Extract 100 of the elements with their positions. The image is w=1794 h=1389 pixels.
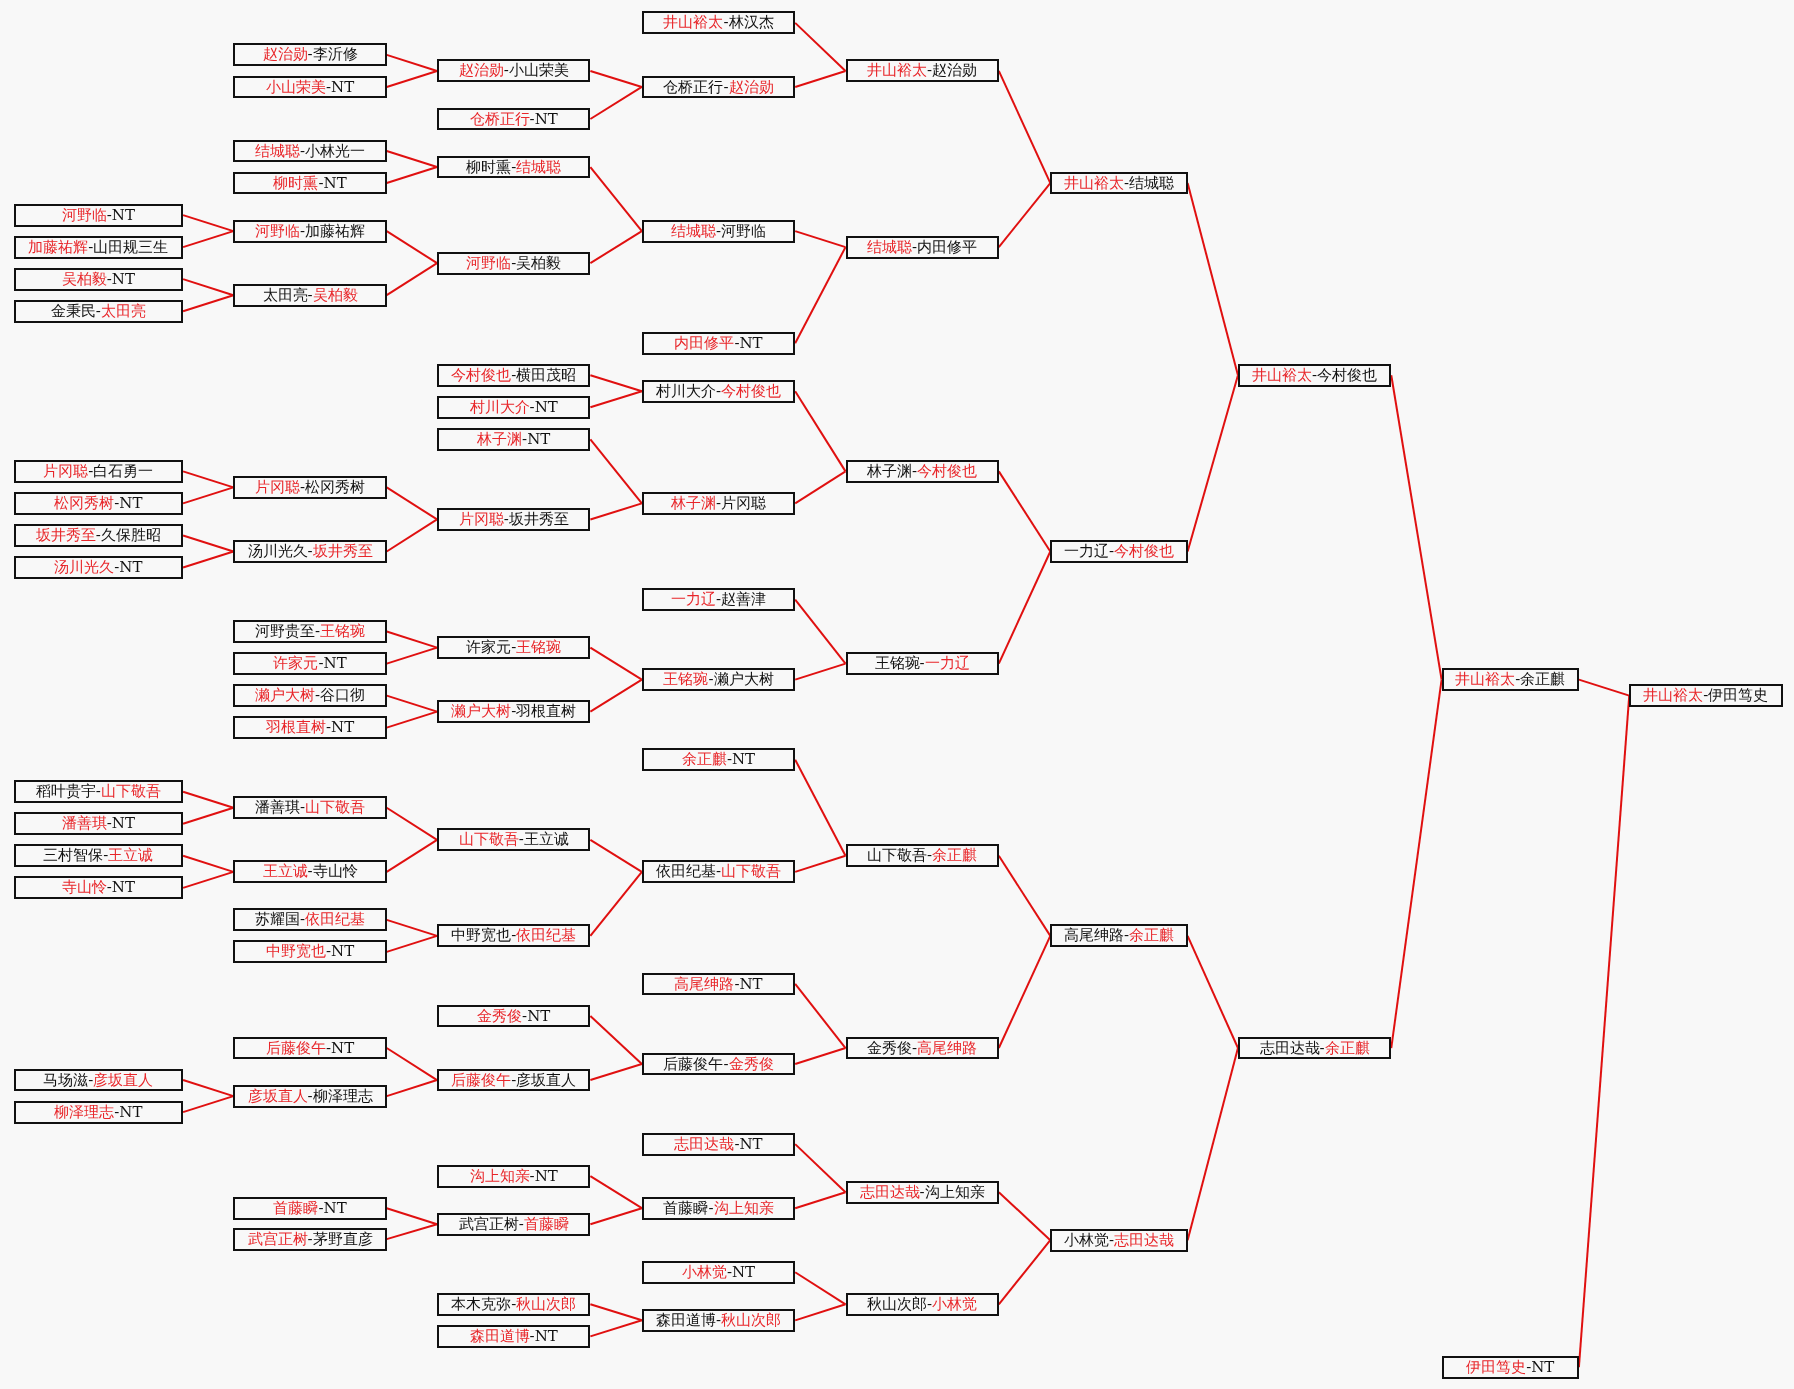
bracket-line: [385, 934, 439, 953]
match-box: 井山裕太-今村俊也: [1237, 363, 1392, 387]
match-box: 志田达哉-沟上知亲: [845, 1180, 999, 1204]
bracket-line: [589, 1303, 643, 1322]
match-box: 河野贵至-王铭琬: [233, 620, 387, 643]
match-box: 王铭琬-一力辽: [845, 652, 999, 675]
bracket-line: [385, 694, 439, 713]
match-box: 井山裕太-余正麒: [1441, 668, 1579, 692]
bracket-line: [794, 69, 847, 88]
match-box: 柳泽理志-NT: [13, 1100, 184, 1124]
match-box: 高尾绅路-余正麒: [1050, 924, 1188, 948]
match-box: 太田亮-吴柏毅: [233, 283, 387, 307]
bracket-line: [794, 1047, 847, 1066]
match-box: 井山裕太-结城聪: [1050, 171, 1188, 195]
bracket-line: [182, 470, 235, 489]
bracket-line: [997, 69, 1052, 185]
bracket-line: [385, 230, 439, 265]
bracket-line: [997, 182, 1052, 249]
bracket-line: [794, 982, 847, 1050]
match-box: 内田修平-NT: [641, 331, 796, 355]
bracket-line: [997, 1239, 1052, 1306]
match-box: 仓桥正行-NT: [437, 107, 591, 131]
bracket-line: [385, 1223, 439, 1241]
bracket-line: [182, 870, 235, 889]
bracket-line: [589, 374, 643, 393]
bracket-line: [589, 438, 643, 505]
match-box: 河野临-吴柏毅: [437, 251, 591, 275]
match-box: 结城聪-小林光一: [233, 139, 387, 163]
bracket-line: [794, 1303, 847, 1322]
match-box: 羽根直树-NT: [233, 716, 387, 740]
match-box: 林子渊-片冈聪: [641, 491, 796, 515]
bracket-line: [182, 230, 235, 249]
match-box: 潘善琪-NT: [13, 812, 184, 836]
bracket-line: [385, 150, 439, 169]
bracket-line: [385, 262, 439, 297]
match-box: 片冈聪-坂井秀至: [437, 508, 591, 531]
match-box: 武宫正树-茅野直彦: [233, 1227, 387, 1251]
match-box: 柳时熏-结城聪: [437, 155, 591, 179]
bracket-line: [385, 806, 439, 841]
match-box: 王铭琬-濑户大树: [641, 668, 796, 692]
bracket-line: [385, 710, 439, 729]
bracket-line: [385, 69, 439, 88]
bracket-line: [794, 246, 847, 345]
match-box: 濑户大树-谷口彻: [233, 684, 387, 708]
bracket-line: [182, 486, 235, 505]
bracket-line: [182, 550, 235, 569]
match-box: 森田道博-秋山次郎: [641, 1308, 796, 1332]
match-box: 一力辽-今村俊也: [1050, 540, 1188, 563]
match-box: 许家元-王铭琬: [437, 636, 591, 659]
bracket-line: [589, 69, 643, 88]
match-box: 加藤祐辉-山田规三生: [13, 235, 184, 259]
match-box: 赵治勋-李沂修: [233, 43, 387, 67]
match-box: 井山裕太-赵治勋: [845, 59, 999, 83]
match-box: 首藤瞬-沟上知亲: [641, 1196, 796, 1220]
match-box: 金秉民-太田亮: [13, 299, 184, 323]
bracket-line: [794, 21, 847, 72]
match-box: 小山荣美-NT: [233, 75, 387, 99]
match-box: 片冈聪-白石勇一: [13, 459, 184, 483]
bracket-line: [589, 230, 643, 265]
match-box: 三村智保-王立诚: [13, 844, 184, 868]
bracket-line: [589, 678, 643, 713]
bracket-line: [385, 1047, 439, 1082]
match-box: 中野宽也-依田纪基: [437, 924, 591, 948]
match-box: 结城聪-内田修平: [845, 235, 999, 259]
match-box: 井山裕太-伊田笃史: [1629, 684, 1783, 708]
bracket-line: [182, 854, 235, 873]
bracket-line: [589, 838, 643, 873]
bracket-line: [385, 838, 439, 873]
bracket-line: [182, 294, 235, 313]
bracket-line: [385, 166, 439, 185]
match-box: 后藤俊午-金秀俊: [641, 1052, 796, 1076]
match-box: 吴柏毅-NT: [13, 267, 184, 291]
bracket-line: [794, 598, 847, 665]
match-box: 片冈聪-松冈秀树: [233, 475, 387, 499]
match-box: 高尾绅路-NT: [641, 972, 796, 996]
match-box: 山下敬吾-王立诚: [437, 828, 591, 852]
match-box: 武宫正树-首藤瞬: [437, 1212, 591, 1236]
bracket-line: [794, 758, 847, 857]
bracket-line: [589, 1207, 643, 1226]
bracket-line: [794, 470, 847, 505]
match-box: 志田达哉-NT: [641, 1132, 796, 1156]
match-box: 林子渊-今村俊也: [845, 459, 999, 483]
bracket-line: [385, 486, 439, 521]
match-box: 井山裕太-林汉杰: [641, 11, 796, 35]
match-box: 河野临-NT: [13, 203, 184, 227]
bracket-line: [589, 1063, 643, 1082]
bracket-line: [589, 870, 643, 937]
match-box: 村川大介-NT: [437, 395, 591, 419]
match-box: 首藤瞬-NT: [233, 1196, 387, 1220]
bracket-line: [385, 1079, 439, 1098]
bracket-line: [589, 85, 643, 120]
bracket-line: [794, 230, 847, 249]
match-box: 仓桥正行-赵治勋: [641, 75, 796, 99]
match-box: 后藤俊午-彦坂直人: [437, 1068, 591, 1092]
match-box: 潘善琪-山下敬吾: [233, 796, 387, 820]
match-box: 林子渊-NT: [437, 427, 591, 451]
bracket-line: [589, 166, 643, 233]
bracket-line: [182, 1095, 235, 1114]
match-box: 一力辽-赵善津: [641, 588, 796, 611]
bracket-line: [385, 918, 439, 937]
